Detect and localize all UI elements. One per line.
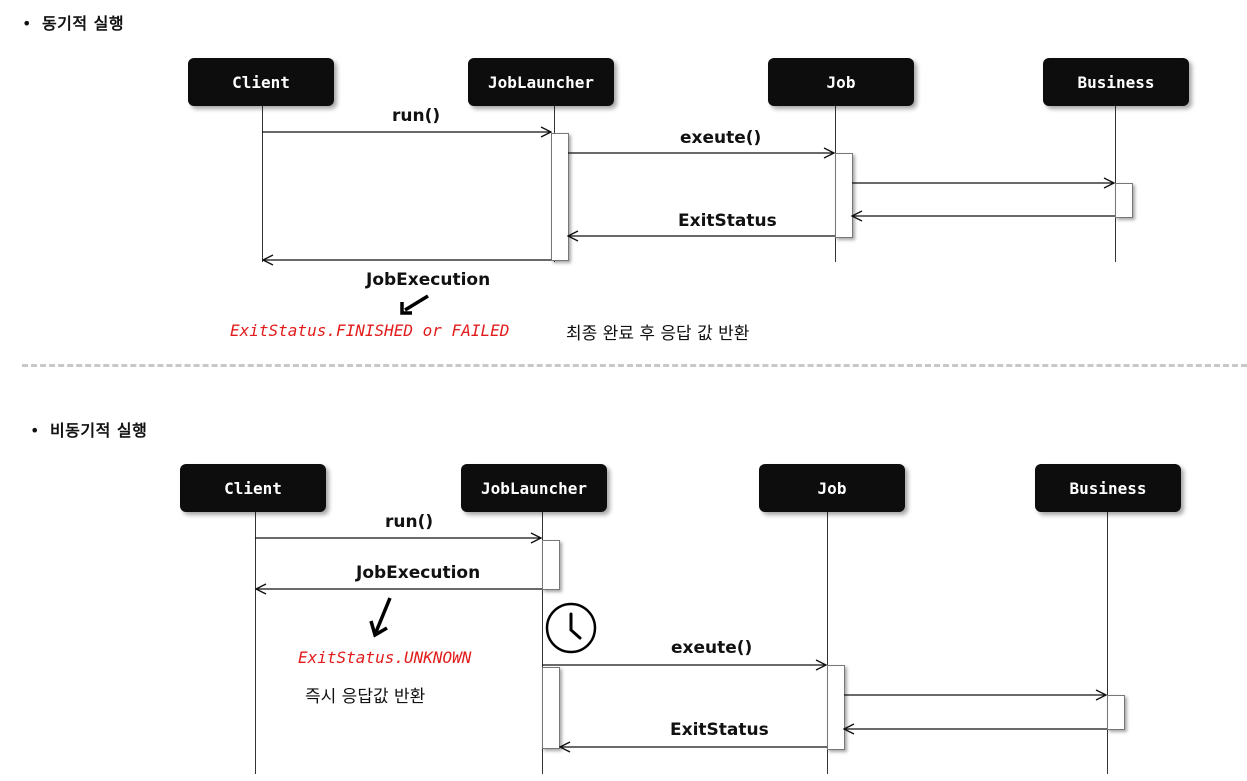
arrow-down-left-icon [369,597,392,638]
async-job-activation [827,665,845,750]
sync-section-title: • 동기적 실행 [22,10,124,34]
arrow-down-left-icon [400,294,429,315]
sync-business-actor: Business [1043,58,1189,106]
sync-result-note: 최종 완료 후 응답 값 반환 [566,324,750,344]
sync-run-label: run() [392,106,441,126]
sync-business-activation [1115,183,1133,218]
bullet: • [22,14,32,33]
async-launcher-actor: JobLauncher [461,464,607,512]
async-exitstatus-label: ExitStatus [670,720,769,740]
sync-job-actor: Job [768,58,914,106]
sync-client-actor: Client [188,58,334,106]
async-section-title: • 비동기적 실행 [30,417,147,441]
sync-jobexecution-label: JobExecution [366,270,491,290]
async-run-label: run() [385,512,434,532]
sync-execute-label: exeute() [680,128,762,148]
async-execute-label: exeute() [671,638,753,658]
section-divider [22,364,1247,367]
sync-exitstatus-label: ExitStatus [678,211,777,231]
async-business-actor: Business [1035,464,1181,512]
sync-launcher-actor: JobLauncher [468,58,614,106]
async-job-lifeline [827,512,828,774]
async-result-note: 즉시 응답값 반환 [305,687,426,707]
sync-job-activation [835,153,853,238]
sync-client-lifeline [262,106,263,262]
async-business-lifeline [1107,512,1108,774]
async-launcher-activation-2 [542,667,560,749]
async-launcher-lifeline [542,512,543,774]
sync-result-status: ExitStatus.FINISHED or FAILED [230,321,510,340]
sync-launcher-activation [551,133,569,261]
async-result-status: ExitStatus.UNKNOWN [298,648,472,667]
sync-title-text: 동기적 실행 [41,14,125,33]
async-title-text: 비동기적 실행 [49,421,148,440]
bullet: • [30,421,40,440]
async-client-actor: Client [180,464,326,512]
clock-icon [545,602,597,654]
async-job-actor: Job [759,464,905,512]
async-business-activation [1107,695,1125,730]
async-client-lifeline [255,512,256,774]
async-launcher-activation-1 [542,540,560,590]
async-jobexecution-label: JobExecution [356,563,481,583]
